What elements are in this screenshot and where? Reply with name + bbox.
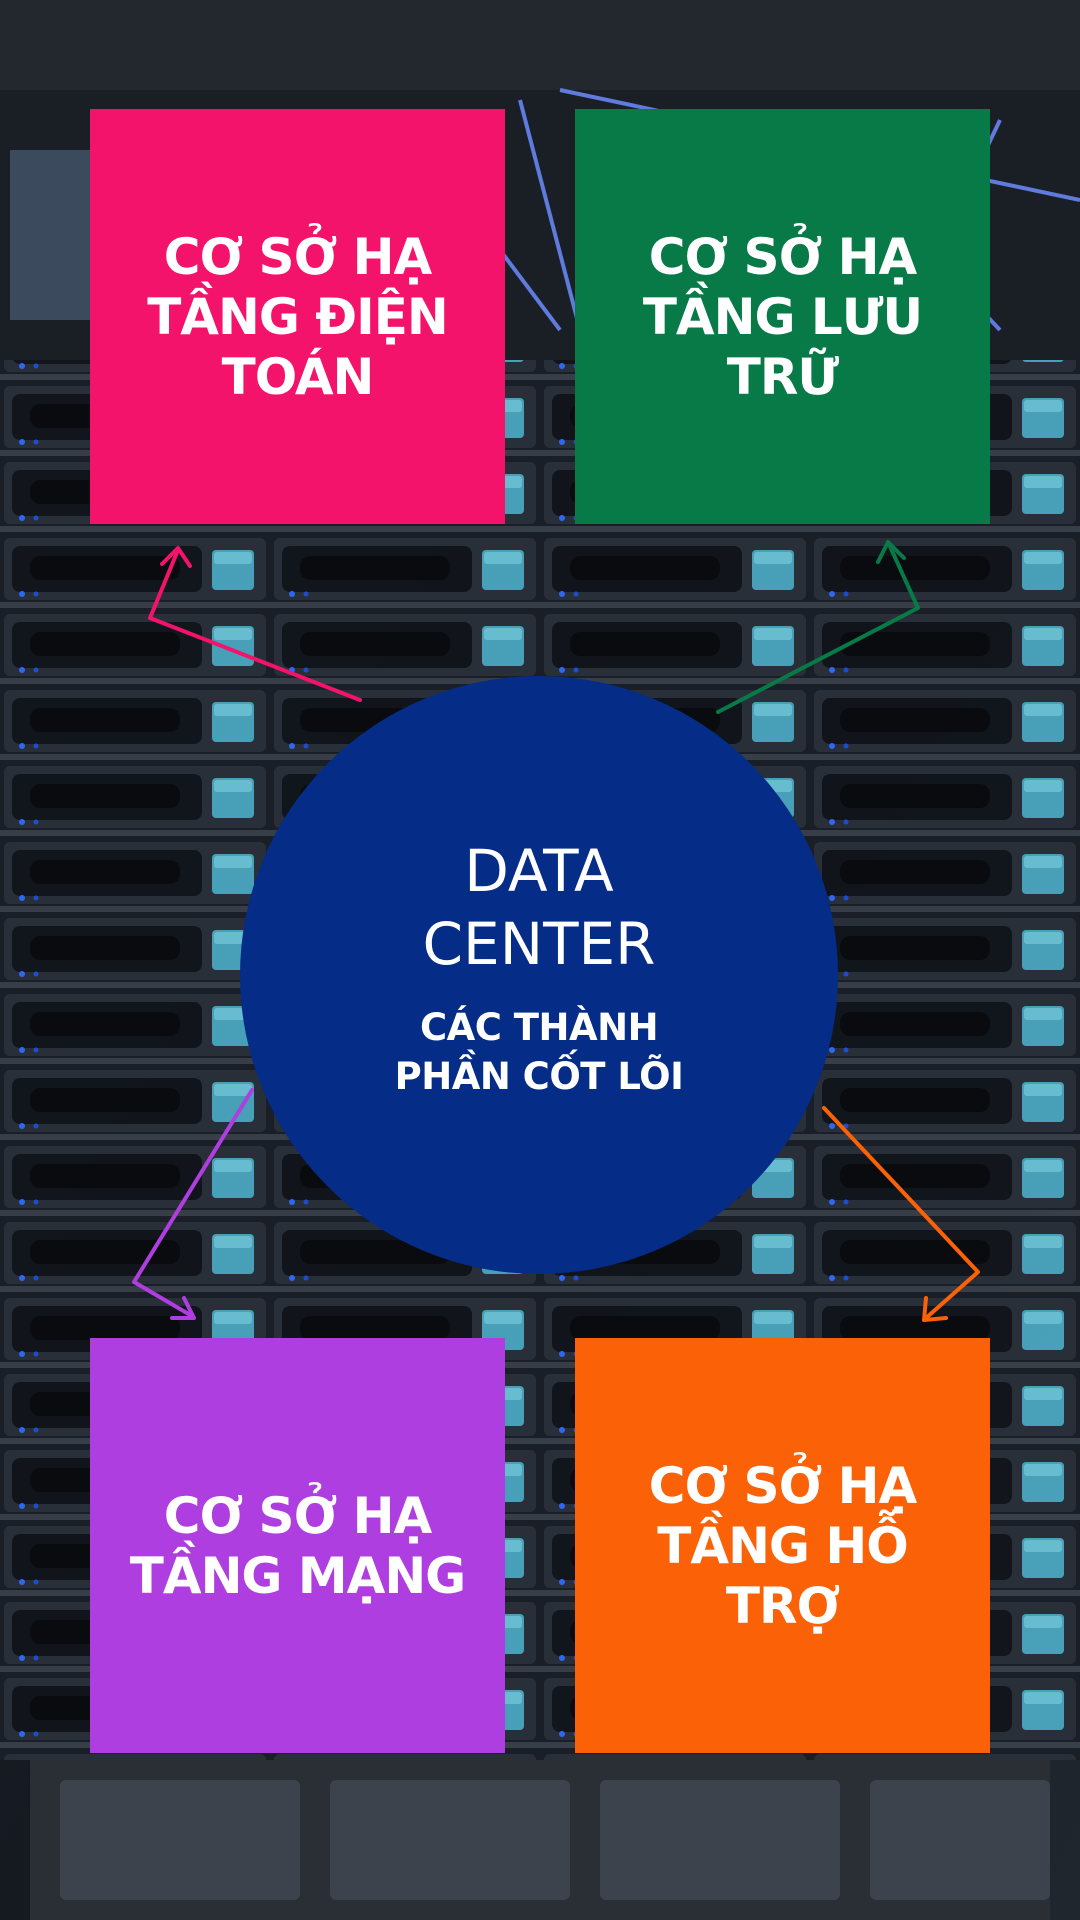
- center-title: DATA CENTER: [422, 837, 656, 978]
- support-infrastructure-box: CƠ SỞ HẠ TẦNG HỖ TRỢ: [575, 1338, 990, 1753]
- support-infrastructure-label: CƠ SỞ HẠ TẦNG HỖ TRỢ: [648, 1456, 917, 1635]
- storage-infrastructure-box: CƠ SỞ HẠ TẦNG LƯU TRỮ: [575, 109, 990, 524]
- center-subtitle: CÁC THÀNH PHẦN CỐT LÕI: [394, 1006, 684, 1098]
- compute-infrastructure-label: CƠ SỞ HẠ TẦNG ĐIỆN TOÁN: [147, 227, 449, 406]
- storage-infrastructure-label: CƠ SỞ HẠ TẦNG LƯU TRỮ: [642, 227, 923, 406]
- network-infrastructure-box: CƠ SỞ HẠ TẦNG MẠNG: [90, 1338, 505, 1753]
- network-infrastructure-label: CƠ SỞ HẠ TẦNG MẠNG: [129, 1486, 466, 1605]
- data-center-circle: DATA CENTER CÁC THÀNH PHẦN CỐT LÕI: [240, 676, 838, 1274]
- compute-infrastructure-box: CƠ SỞ HẠ TẦNG ĐIỆN TOÁN: [90, 109, 505, 524]
